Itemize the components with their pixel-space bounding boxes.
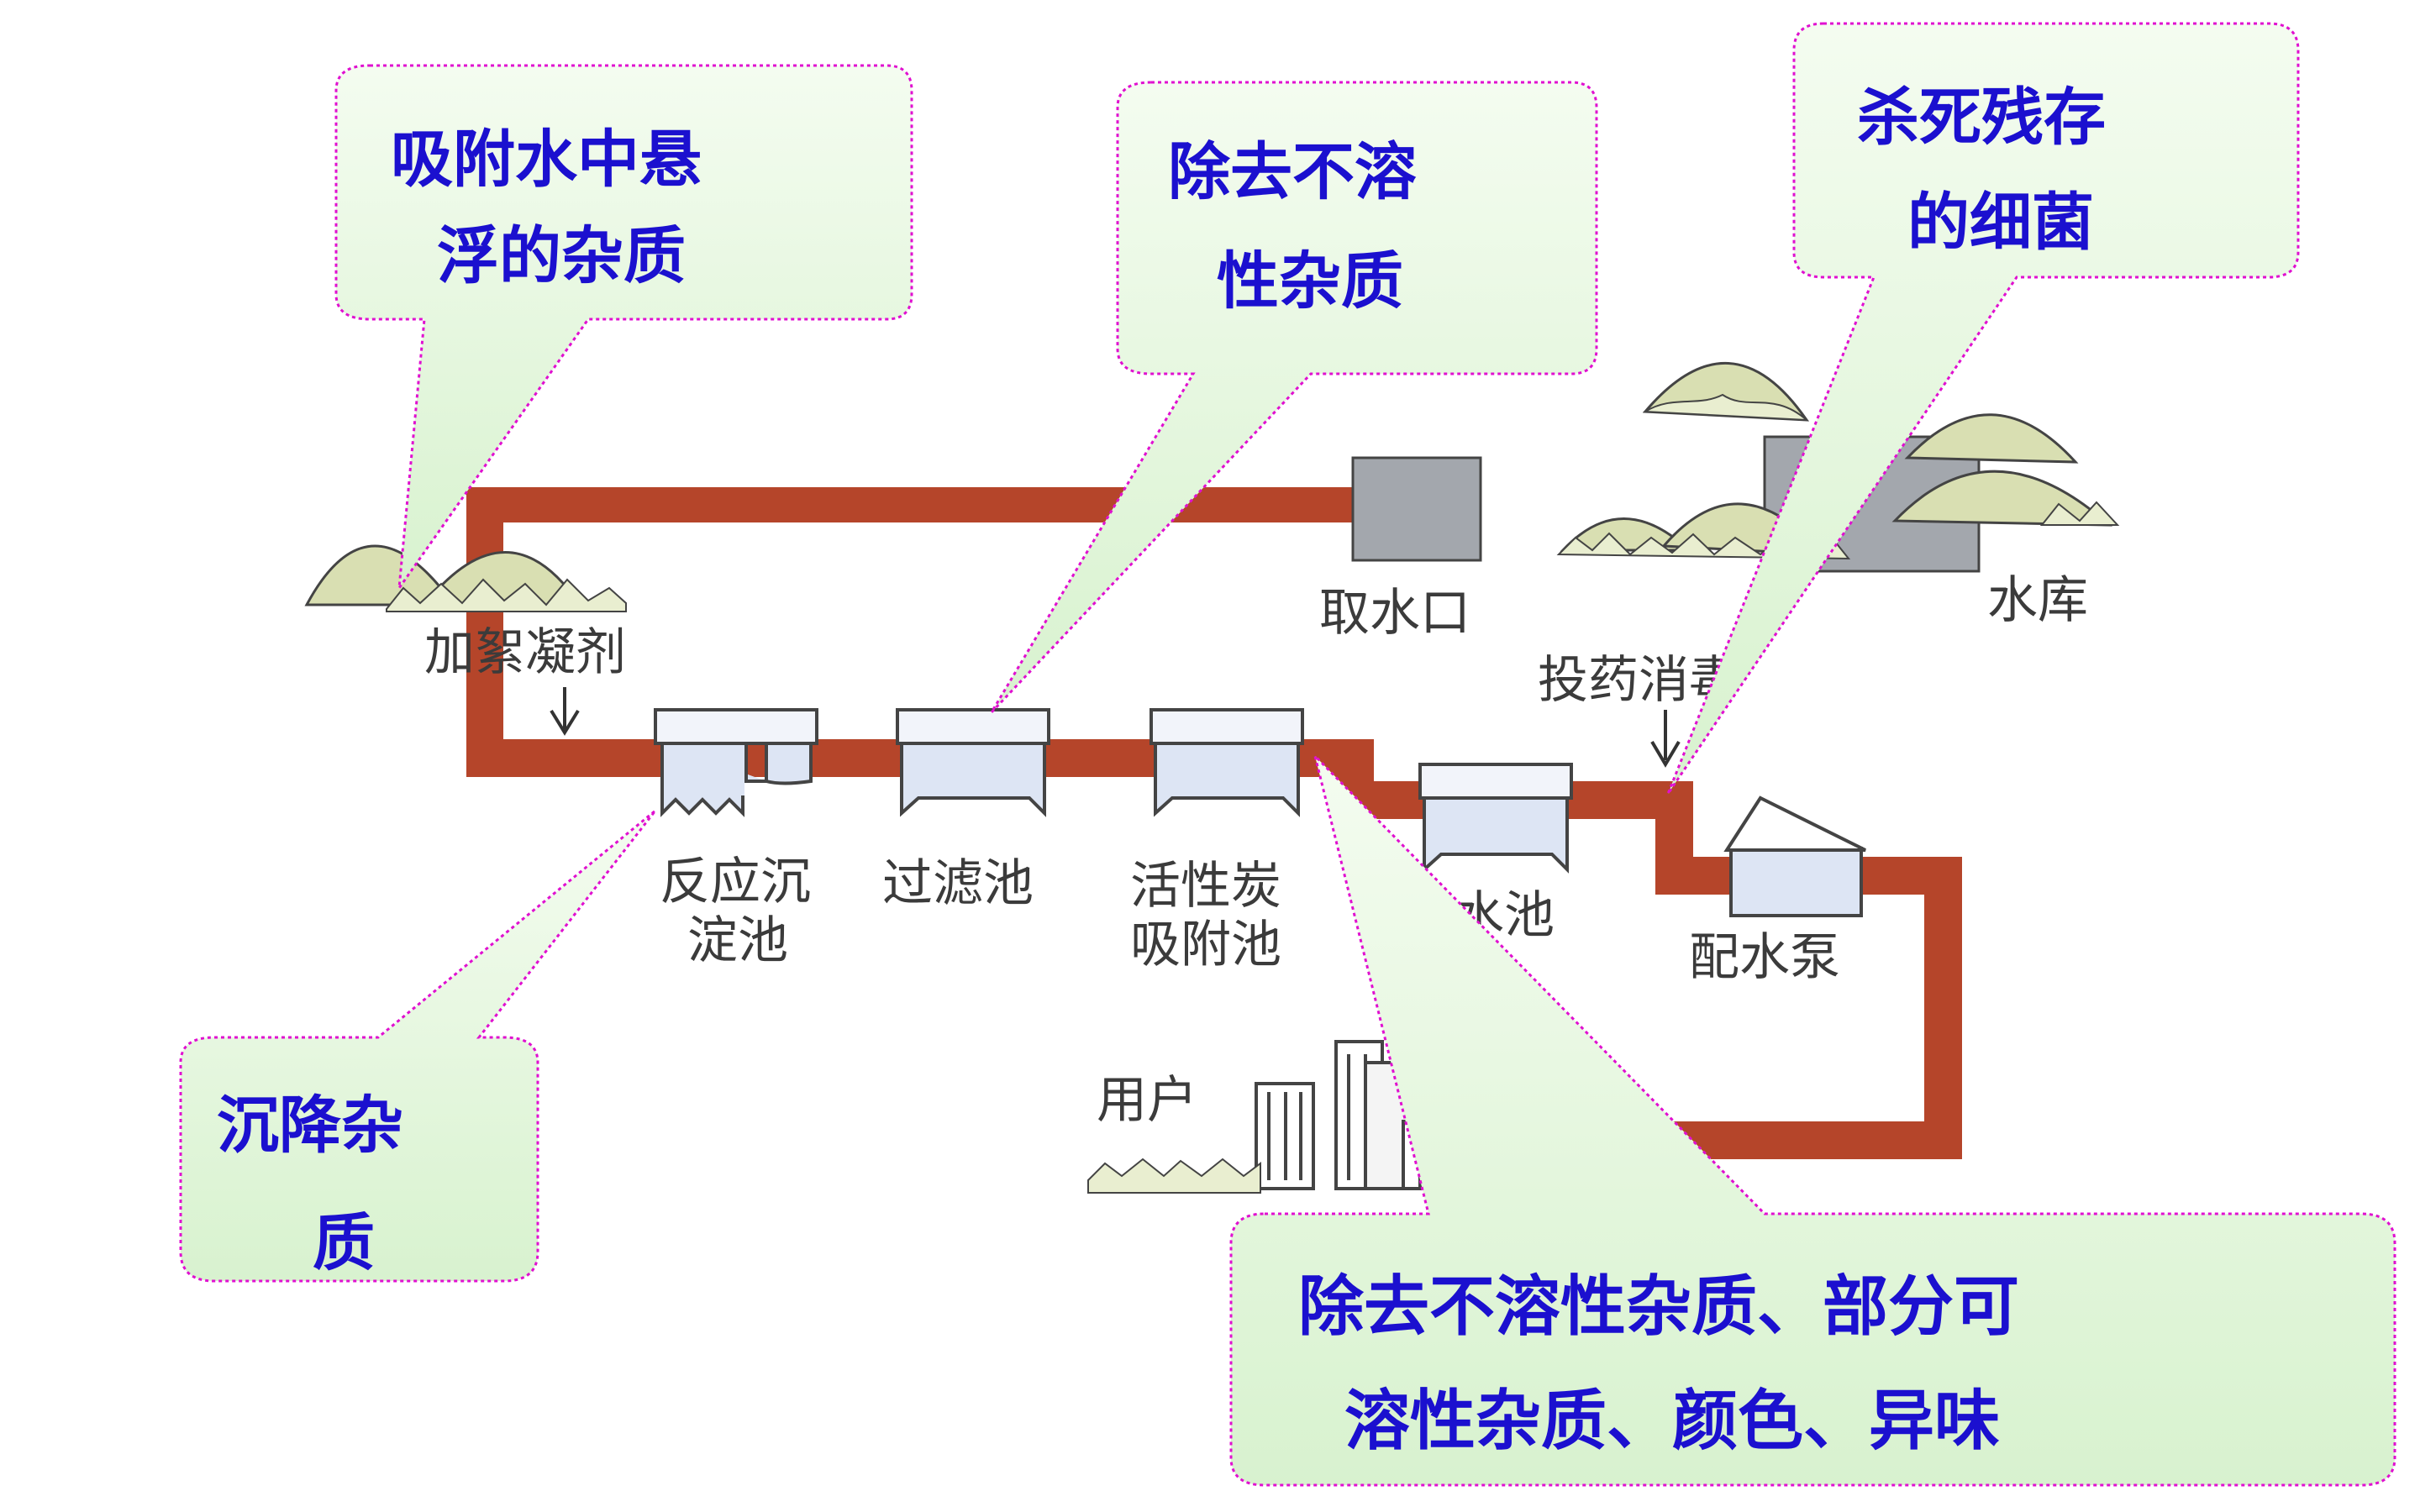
reaction-tank-label-2: 淀池 bbox=[687, 911, 788, 970]
reaction-tank-label-1: 反应沉 bbox=[660, 853, 811, 911]
users-label: 用户 bbox=[1097, 1071, 1197, 1130]
disinfect-arrow bbox=[1650, 710, 1681, 768]
callout-adsorb-line2: 浮的杂质 bbox=[437, 220, 686, 292]
carbon-adsorption-tank bbox=[1150, 708, 1304, 817]
callout-carbon-line2: 溶性杂质、颜色、异味 bbox=[1344, 1383, 2000, 1459]
callout-settle-line2: 质 bbox=[313, 1207, 375, 1279]
users-buildings bbox=[1087, 1040, 1422, 1194]
callout-settle-line1: 沉降杂 bbox=[217, 1089, 403, 1162]
pipe-network bbox=[466, 487, 1962, 1159]
pump-label: 配水泵 bbox=[1689, 928, 1840, 987]
intake-box bbox=[1351, 456, 1482, 562]
filter-tank bbox=[896, 708, 1050, 817]
reaction-settling-tank bbox=[654, 708, 818, 817]
callout-bacteria-bubble bbox=[1666, 22, 2300, 795]
callout-insoluble-line2: 性杂质 bbox=[1217, 245, 1403, 318]
callout-settle-bubble bbox=[179, 809, 657, 1283]
carbon-tank-label-2: 吸附池 bbox=[1130, 916, 1281, 974]
clear-water-tank bbox=[1418, 763, 1573, 874]
callout-bacteria-line1: 杀死残存 bbox=[1857, 81, 2106, 154]
callout-carbon-bubble bbox=[1229, 752, 2396, 1487]
callout-bacteria-line2: 的细菌 bbox=[1907, 186, 2094, 259]
coagulant-label: 加絮凝剂 bbox=[424, 623, 626, 682]
callout-insoluble-line1: 除去不溶 bbox=[1168, 136, 1417, 208]
callout-adsorb-line1: 吸附水中悬 bbox=[391, 123, 702, 196]
coagulant-hills bbox=[304, 544, 627, 612]
callout-adsorb-bubble bbox=[334, 64, 913, 593]
reservoir-label: 水库 bbox=[1987, 571, 2088, 630]
carbon-tank-label-1: 活性炭 bbox=[1130, 857, 1281, 916]
distribution-pump bbox=[1723, 795, 1866, 917]
callout-carbon-line1: 除去不溶性杂质、部分可 bbox=[1298, 1269, 2019, 1345]
callout-insoluble-bubble bbox=[990, 81, 1598, 714]
coagulant-arrow bbox=[550, 687, 580, 736]
intake-label: 取水口 bbox=[1319, 584, 1470, 643]
filter-tank-label: 过滤池 bbox=[882, 854, 1034, 913]
